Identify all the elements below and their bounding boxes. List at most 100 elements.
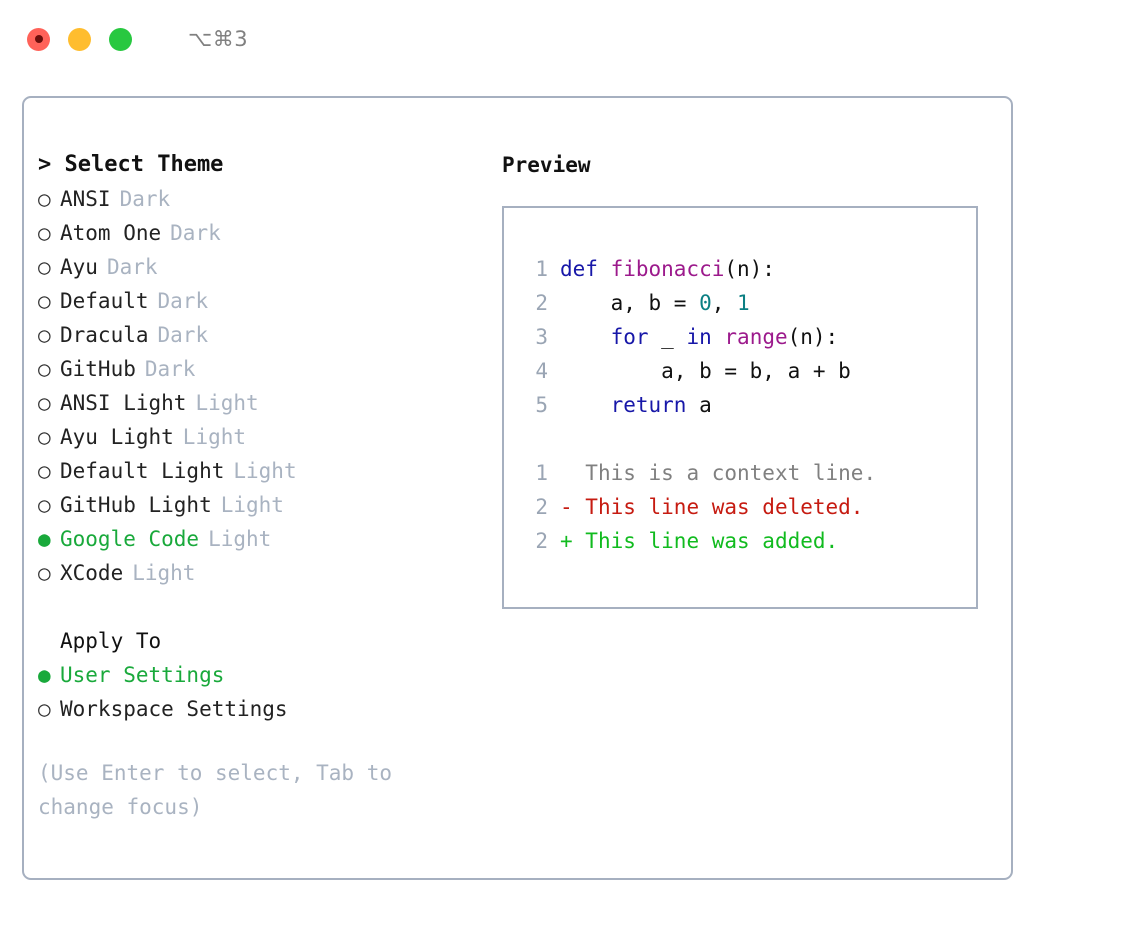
- close-button[interactable]: [27, 27, 50, 51]
- line-number: 2: [535, 291, 548, 315]
- theme-option-ayu-light[interactable]: ○ Ayu Light Light: [38, 420, 488, 454]
- radio-unselected-icon: ○: [38, 425, 51, 449]
- theme-option-tag: Dark: [157, 323, 209, 347]
- spacer: [522, 422, 976, 456]
- code-token-plain: a, b =: [560, 291, 700, 315]
- code-line: 2 a, b = 0, 1: [522, 286, 976, 320]
- code-token-plain: [560, 388, 611, 422]
- apply-to-option-label: User Settings: [60, 663, 225, 687]
- code-token-kw: in: [686, 325, 712, 349]
- radio-unselected-icon: ○: [38, 493, 51, 517]
- apply-to-list[interactable]: ● User Settings ○ Workspace Settings: [38, 658, 488, 726]
- theme-option-tag: Dark: [157, 289, 209, 313]
- radio-unselected-icon: ○: [38, 391, 51, 415]
- theme-option-label: GitHub Light: [60, 493, 212, 517]
- radio-unselected-icon: ○: [38, 561, 51, 585]
- radio-selected-icon: ●: [38, 527, 51, 551]
- theme-option-tag: Light: [208, 527, 272, 551]
- line-number: 1: [535, 461, 548, 485]
- diff-line-del: 2- This line was deleted.: [522, 490, 976, 524]
- diff-line-ctx: 1 This is a context line.: [522, 456, 976, 490]
- theme-option-label: Ayu Light: [60, 425, 174, 449]
- theme-option-label: Atom One: [60, 221, 162, 245]
- line-number: 2: [535, 529, 548, 553]
- theme-option-label: Dracula: [60, 323, 149, 347]
- code-token-kw: return: [610, 393, 687, 417]
- theme-option-google-code[interactable]: ● Google Code Light: [38, 522, 488, 556]
- radio-unselected-icon: ○: [38, 187, 51, 211]
- line-number: 4: [535, 359, 548, 383]
- radio-unselected-icon: ○: [38, 289, 51, 313]
- code-token-plain: a: [686, 393, 712, 417]
- apply-to-option-workspace-settings[interactable]: ○ Workspace Settings: [38, 692, 488, 726]
- theme-option-label: ANSI Light: [60, 391, 187, 415]
- apply-to-option-label: Workspace Settings: [60, 697, 288, 721]
- theme-option-tag: Light: [220, 493, 284, 517]
- preview-title: Preview: [502, 153, 591, 177]
- code-line: 1 def fibonacci(n):: [522, 252, 976, 286]
- code-token-kw: for: [610, 325, 649, 349]
- code-token-plain: (n):: [724, 257, 775, 281]
- diff-text: This is a context line.: [572, 461, 877, 485]
- theme-option-tag: Dark: [119, 187, 171, 211]
- spacer: [38, 590, 488, 624]
- code-token-kw: def: [560, 257, 611, 281]
- theme-option-ansi-light[interactable]: ○ ANSI Light Light: [38, 386, 488, 420]
- radio-unselected-icon: ○: [38, 459, 51, 483]
- keyboard-shortcut-label: ⌥⌘3: [188, 27, 249, 51]
- maximize-button[interactable]: [109, 27, 132, 51]
- diff-line-add: 2+ This line was added.: [522, 524, 976, 558]
- apply-to-option-user-settings[interactable]: ● User Settings: [38, 658, 488, 692]
- line-number: 2: [535, 495, 548, 519]
- radio-selected-icon: ●: [38, 663, 51, 687]
- radio-unselected-icon: ○: [38, 357, 51, 381]
- apply-to-heading: Apply To: [60, 629, 162, 653]
- code-line: 3 for _ in range(n):: [522, 320, 976, 354]
- minimize-button[interactable]: [68, 27, 91, 51]
- theme-option-xcode[interactable]: ○ XCode Light: [38, 556, 488, 590]
- code-line: 4 a, b = b, a + b: [522, 354, 976, 388]
- code-token-fn: fibonacci: [610, 257, 725, 281]
- theme-option-default[interactable]: ○ Default Dark: [38, 284, 488, 318]
- theme-option-github-light[interactable]: ○ GitHub Light Light: [38, 488, 488, 522]
- theme-option-tag: Light: [195, 391, 259, 415]
- radio-unselected-icon: ○: [38, 255, 51, 279]
- theme-option-tag: Light: [132, 561, 196, 585]
- code-token-num: 1: [737, 291, 750, 315]
- code-token-num: 0: [699, 291, 712, 315]
- line-number: 3: [535, 325, 548, 349]
- diff-text: This line was added.: [572, 529, 839, 553]
- diff-marker: [560, 456, 573, 490]
- line-number: 1: [535, 257, 548, 281]
- code-token-plain: _: [648, 325, 687, 349]
- code-token-plain: (n):: [787, 325, 839, 349]
- diff-marker: -: [560, 495, 573, 519]
- theme-option-ansi[interactable]: ○ ANSI Dark: [38, 182, 488, 216]
- theme-option-tag: Light: [182, 425, 247, 449]
- theme-option-label: Default: [60, 289, 149, 313]
- code-token-plain: a, b = b, a + b: [560, 359, 851, 383]
- diff-text: This line was deleted.: [572, 495, 864, 519]
- theme-option-tag: Dark: [106, 255, 158, 279]
- page-title: > Select Theme: [38, 152, 224, 177]
- code-line: 5 return a: [522, 388, 976, 422]
- theme-option-label: Default Light: [60, 459, 225, 483]
- radio-unselected-icon: ○: [38, 697, 51, 721]
- theme-option-label: XCode: [60, 561, 124, 585]
- title-bar: ⌥⌘3: [0, 0, 1140, 78]
- theme-option-label: Ayu: [60, 255, 98, 279]
- code-token-plain: ,: [711, 291, 738, 315]
- line-number: 5: [535, 393, 548, 417]
- theme-option-label: Google Code: [60, 527, 200, 551]
- theme-option-label: ANSI: [60, 187, 111, 211]
- theme-option-ayu[interactable]: ○ Ayu Dark: [38, 250, 488, 284]
